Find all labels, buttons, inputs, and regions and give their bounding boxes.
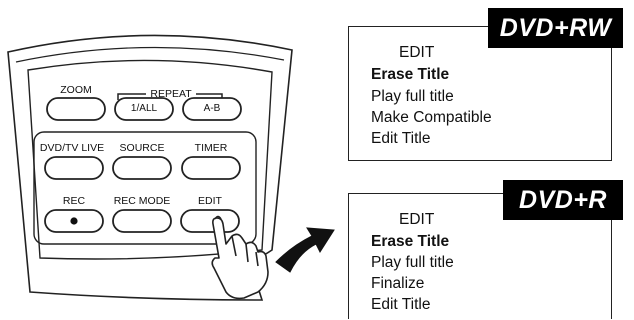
menu-item-play-full-title[interactable]: Play full title: [371, 254, 454, 271]
menu-item-erase-title[interactable]: Erase Title: [371, 233, 450, 250]
zoom-button-shape[interactable]: [46, 97, 106, 121]
timer-label: TIMER: [194, 142, 228, 154]
rec-mode-button-shape[interactable]: [112, 209, 172, 233]
pointing-hand-icon: [211, 215, 269, 300]
repeat-all-button-shape[interactable]: [114, 97, 174, 121]
menu-heading: EDIT: [399, 44, 435, 61]
edit-label: EDIT: [198, 195, 222, 207]
edit-button-shape[interactable]: [180, 209, 240, 233]
menu-item-erase-title[interactable]: Erase Title: [371, 66, 450, 83]
menu-heading: EDIT: [399, 211, 435, 228]
curved-arrow: [275, 227, 335, 273]
repeat-all-label: 1/ALL: [130, 103, 158, 114]
source-button-shape[interactable]: [112, 156, 172, 180]
remote-button-panel: [33, 131, 257, 245]
zoom-label: ZOOM: [60, 84, 92, 96]
dvd-tv-live-label: DVD/TV LIVE: [39, 142, 105, 154]
menu-item-play-full-title[interactable]: Play full title: [371, 88, 454, 105]
repeat-ab-button-shape[interactable]: [182, 97, 242, 121]
timer-button-shape[interactable]: [181, 156, 241, 180]
menu-item-make-compatible[interactable]: Make Compatible: [371, 109, 492, 126]
dvd-rw-badge: DVD+RW: [488, 8, 623, 48]
menu-item-edit-title[interactable]: Edit Title: [371, 296, 431, 313]
repeat-group-label: REPEAT: [150, 88, 192, 100]
menu-item-edit-title[interactable]: Edit Title: [371, 130, 431, 147]
rec-mode-label: REC MODE: [113, 195, 171, 207]
dvd-r-badge: DVD+R: [503, 180, 623, 220]
record-dot-icon: [70, 217, 78, 225]
dvd-tv-live-button-shape[interactable]: [44, 156, 104, 180]
menu-item-finalize[interactable]: Finalize: [371, 275, 425, 292]
rec-label: REC: [62, 195, 86, 207]
source-label: SOURCE: [119, 142, 165, 154]
dvd-rw-edit-menu: EDIT Erase Title Play full title Make Co…: [348, 26, 612, 161]
repeat-ab-label: A-B: [203, 103, 221, 114]
remote-body-bevel: [15, 46, 285, 63]
